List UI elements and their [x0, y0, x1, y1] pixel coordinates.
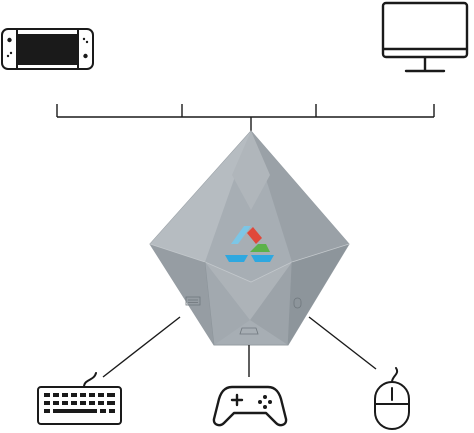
adapter-hub-icon — [149, 130, 350, 346]
logo-segment-red — [247, 227, 262, 244]
port-gamepad-marking — [239, 327, 259, 335]
logo-segment-bottom — [225, 255, 248, 262]
gamepad-icon — [212, 385, 288, 427]
mouse-icon — [374, 367, 410, 430]
logo-segment-top — [231, 226, 251, 244]
port-mouse-marking — [293, 297, 302, 309]
mouse-connector — [308, 316, 377, 370]
hub-logo-icon — [225, 226, 274, 262]
output-bracket — [56, 104, 435, 131]
logo-segment-green — [250, 244, 270, 252]
logo-segment-right — [251, 255, 274, 262]
game-console-icon — [1, 28, 94, 70]
monitor-icon — [381, 1, 469, 73]
input-connectors — [102, 316, 377, 378]
port-keyboard-marking — [185, 296, 201, 306]
keyboard-icon — [37, 372, 122, 425]
keyboard-connector — [102, 316, 181, 378]
